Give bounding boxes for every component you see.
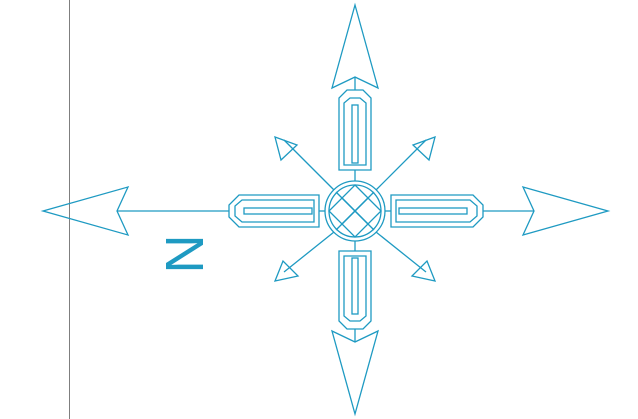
north-letter-label: N (154, 235, 214, 274)
east-arm (385, 187, 608, 235)
southwest-arrow (275, 232, 334, 281)
southeast-arrow (376, 232, 435, 281)
northwest-arrow (275, 137, 334, 190)
south-arm (332, 241, 378, 414)
northeast-arrow (376, 137, 435, 190)
west-arm (43, 187, 325, 235)
north-arm (332, 5, 378, 181)
